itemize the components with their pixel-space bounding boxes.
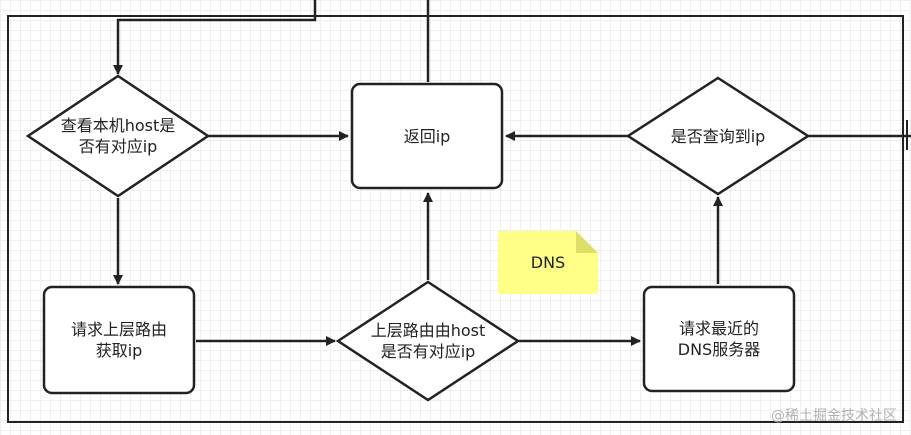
dns-note-text: DNS <box>530 253 566 272</box>
dns-note-fold <box>576 231 598 253</box>
request-dns-server-label: 请求最近的 DNS服务器 <box>644 287 794 391</box>
found-ip-label: 是否查询到ip <box>640 116 796 156</box>
upper-router-host-line2: 是否有对应ip <box>380 342 476 361</box>
return-ip-text: 返回ip <box>403 126 451 146</box>
watermark: @稀土掘金技术社区 <box>771 408 897 424</box>
upper-router-host-label: 上层路由由host 是否有对应ip <box>348 311 508 371</box>
outer-frame <box>7 15 904 423</box>
found-ip-text: 是否查询到ip <box>670 126 766 146</box>
request-dns-server-box <box>642 285 796 393</box>
request-dns-server-line1: 请求最近的 <box>678 319 759 338</box>
connector-entry-to-check-local <box>113 0 317 75</box>
dns-note <box>498 231 598 294</box>
dns-note-label: DNS <box>498 231 598 294</box>
upper-router-host-decision <box>335 280 521 402</box>
upper-router-host-line1: 上层路由由host <box>370 321 486 340</box>
return-ip-box <box>350 82 504 190</box>
return-ip-label: 返回ip <box>352 84 502 188</box>
check-local-host-decision <box>25 74 211 198</box>
check-local-host-line1: 查看本机host是 <box>60 116 176 135</box>
request-upper-router-line2: 获取ip <box>95 341 143 360</box>
request-dns-server-line2: DNS服务器 <box>677 340 761 359</box>
request-upper-router-box <box>42 285 196 395</box>
check-local-host-line2: 否有对应ip <box>78 137 158 156</box>
request-upper-router-label: 请求上层路由 获取ip <box>44 287 194 393</box>
check-local-host-label: 查看本机host是 否有对应ip <box>28 106 208 166</box>
found-ip-decision <box>625 76 811 196</box>
request-upper-router-line1: 请求上层路由 <box>70 320 167 339</box>
